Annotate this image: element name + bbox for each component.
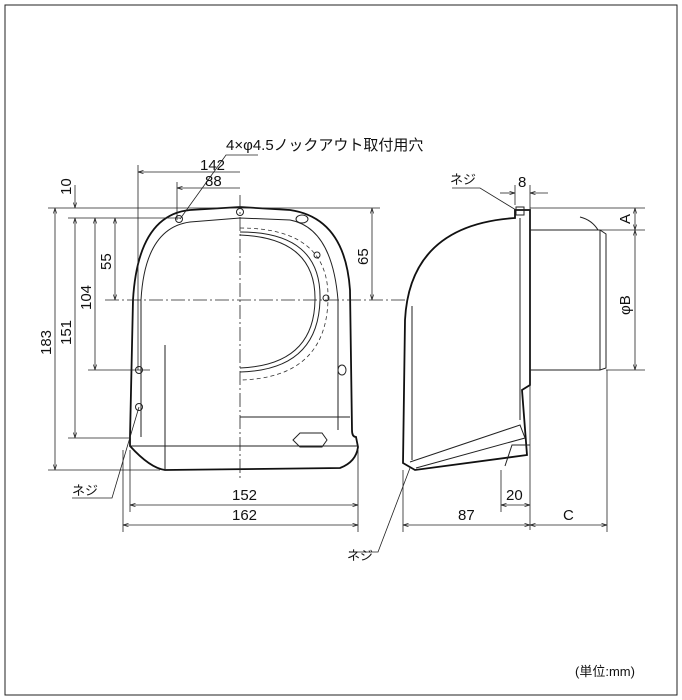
front-view — [105, 195, 530, 478]
screw-side-top-label: ネジ — [450, 172, 476, 187]
knockout-holes-label: 4×φ4.5ノックアウト取付用穴 — [226, 137, 423, 154]
dim-151: 151 — [58, 320, 75, 345]
dim-55: 55 — [98, 253, 115, 270]
dim-20: 20 — [506, 487, 523, 504]
dim-152: 152 — [232, 487, 257, 504]
dim-8: 8 — [518, 174, 526, 191]
dim-87: 87 — [458, 507, 475, 524]
screw-side-bottom-label: ネジ — [347, 548, 373, 563]
dimension-lines — [48, 154, 645, 553]
dim-142: 142 — [200, 157, 225, 174]
dim-88: 88 — [205, 173, 222, 190]
screw-front-label: ネジ — [72, 483, 98, 498]
side-view — [402, 206, 607, 471]
frame-border — [4, 4, 678, 696]
unit-label: (単位:mm) — [575, 664, 635, 679]
dim-phi-b: φB — [617, 295, 634, 315]
dim-a: A — [617, 214, 634, 224]
dim-162: 162 — [232, 507, 257, 524]
dim-104: 104 — [78, 285, 95, 310]
dim-c: C — [563, 507, 574, 524]
dim-183: 183 — [38, 330, 55, 355]
dim-65: 65 — [355, 248, 372, 265]
dim-10: 10 — [58, 178, 75, 195]
